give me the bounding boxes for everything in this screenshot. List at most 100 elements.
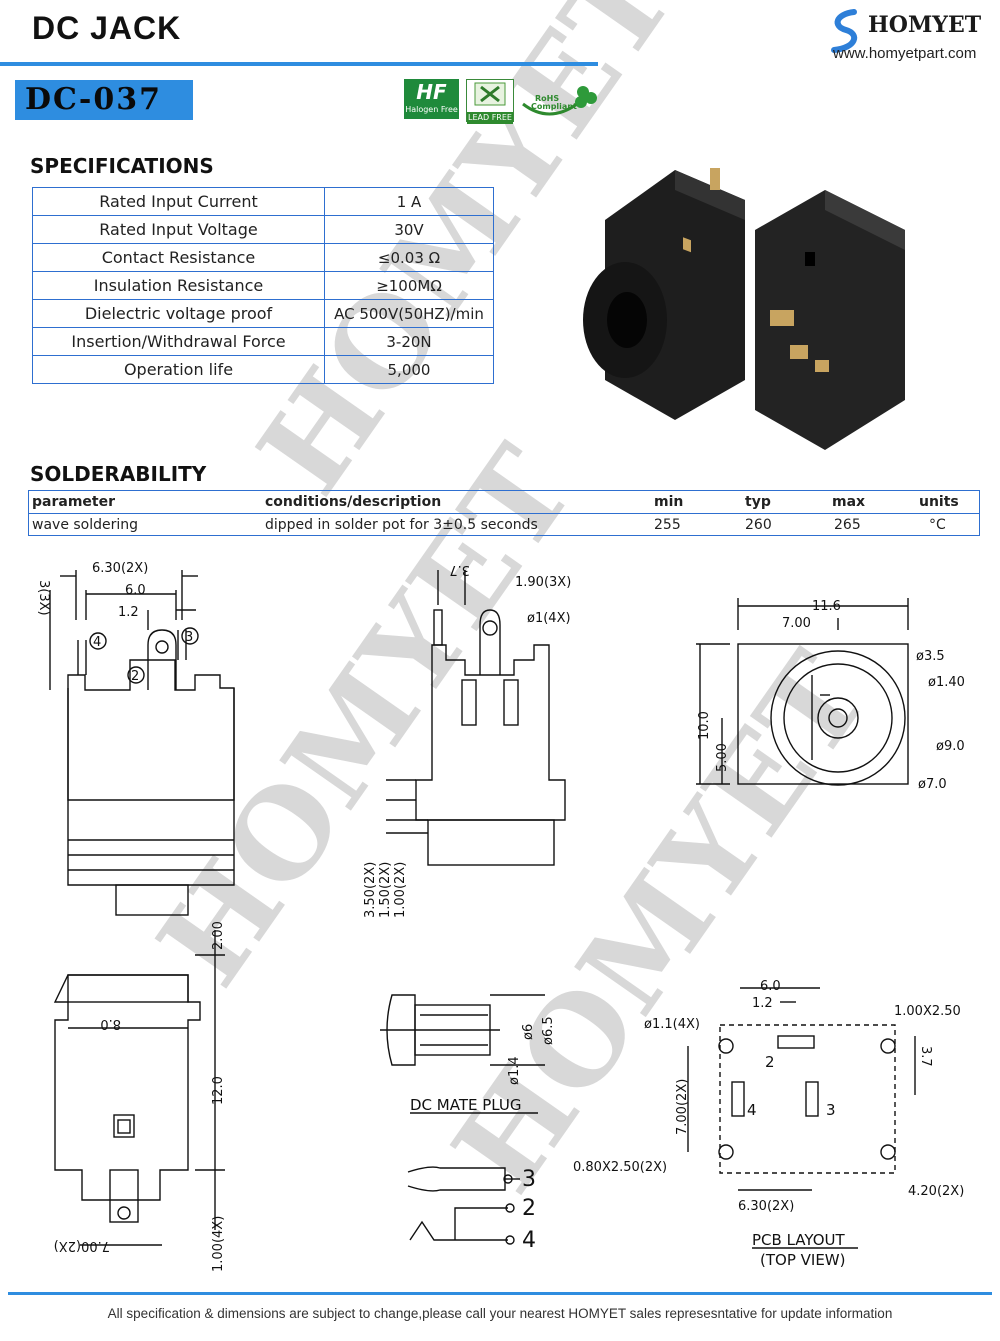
dim-label: 4.20(2X): [908, 1184, 964, 1199]
spec-value: 1 A: [324, 187, 494, 216]
dim-label: 8.0: [100, 1016, 121, 1031]
dim-label: ø6: [521, 1024, 536, 1040]
plug-label: DC MATE PLUG: [410, 1096, 522, 1114]
spec-value: ≤0.03 Ω: [324, 243, 494, 272]
hf-text: HF: [416, 80, 447, 104]
dim-label: 12.0: [211, 1076, 226, 1105]
spec-param: Insulation Resistance: [32, 271, 325, 300]
dim-label: ø1.40: [928, 675, 965, 690]
brand-name: HOMYET: [868, 12, 982, 38]
page-title: DC JACK: [32, 10, 182, 46]
lead-free-icon: [474, 82, 506, 106]
dim-label: 1.00(2X): [393, 862, 408, 918]
dim-label: ø3.5: [916, 649, 945, 664]
model-number: DC-037: [15, 80, 193, 120]
spec-value: 30V: [324, 215, 494, 244]
dim-label: 6.0: [760, 979, 781, 994]
pin-label: 4: [522, 1228, 536, 1253]
dc-mate-plug: [380, 994, 545, 1066]
dim-label: ø9.0: [936, 739, 965, 754]
col-max: max: [832, 494, 866, 510]
dim-label: ø1.1(4X): [644, 1017, 700, 1032]
dim-label: 7.00(2X): [54, 1238, 110, 1253]
face-view: [696, 598, 909, 786]
pcb-label: PCB LAYOUT: [752, 1231, 846, 1249]
pcb-layout: [687, 987, 916, 1191]
dim-label: 6.0: [125, 583, 146, 598]
table-row: Contact Resistance≤0.03 Ω: [32, 243, 494, 272]
rohs-subtext: Compliant: [531, 102, 577, 111]
pin-label: 2: [131, 669, 139, 684]
rohs-clover-icon: [522, 86, 597, 116]
spec-param: Operation life: [32, 355, 325, 384]
spec-value: ≥100MΩ: [324, 271, 494, 300]
col-min: min: [654, 494, 684, 510]
dim-label: 11.6: [812, 599, 841, 614]
cell-min: 255: [654, 517, 681, 533]
pin-label: 2: [765, 1053, 775, 1071]
pin-label: 4: [93, 635, 101, 650]
front-view: [49, 570, 235, 916]
pin-label: 3: [185, 630, 193, 645]
dim-label: 6.30(2X): [92, 561, 148, 576]
pin-label: 3: [522, 1167, 536, 1192]
dim-label: 3.7: [918, 1046, 933, 1067]
cell-units: °C: [929, 517, 946, 533]
lead-free-text: LEAD FREE: [467, 112, 513, 124]
dim-label: 1.2: [752, 996, 773, 1011]
footer-rule: [8, 1292, 992, 1295]
pin-label: 3: [826, 1101, 836, 1119]
col-conditions: conditions/description: [265, 494, 442, 510]
dim-label: 1.00X2.50: [894, 1004, 961, 1019]
solderability-table: parameter conditions/description min typ…: [28, 490, 980, 536]
col-parameter: parameter: [32, 494, 115, 510]
hf-subtext: Halogen Free: [405, 105, 458, 114]
spec-param: Contact Resistance: [32, 243, 325, 272]
bottom-view: [53, 930, 225, 1246]
pin-label: 4: [747, 1101, 757, 1119]
dim-label: 7.00(2X): [675, 1079, 690, 1135]
dim-label: 10.0: [697, 711, 712, 740]
pin-label: 2: [522, 1196, 536, 1221]
dim-label: 0.80X2.50(2X): [573, 1160, 667, 1175]
pcb-label: (TOP VIEW): [760, 1251, 845, 1269]
cell-parameter: wave soldering: [32, 517, 139, 533]
spec-param: Insertion/Withdrawal Force: [32, 327, 325, 356]
rohs-text: RoHS: [535, 94, 560, 103]
spec-param: Rated Input Voltage: [32, 215, 325, 244]
pin-schematic: [407, 1166, 520, 1245]
spec-value: 3-20N: [324, 327, 494, 356]
spec-value: AC 500V(50HZ)/min: [324, 299, 494, 328]
dim-label: 1.50(2X): [378, 862, 393, 918]
product-photo: [583, 168, 905, 450]
brand-logo-icon: [831, 9, 858, 53]
dim-label: 7.00: [782, 616, 811, 631]
dim-label: ø1(4X): [527, 611, 571, 626]
dim-label: 1.90(3X): [515, 575, 571, 590]
spec-param: Dielectric voltage proof: [32, 299, 325, 328]
lead-free-badge: LEAD FREE: [466, 79, 514, 124]
dim-label: 2.00: [211, 921, 226, 950]
table-divider: [28, 513, 980, 514]
dim-label: 3(3X): [36, 580, 51, 616]
halogen-free-badge: HF Halogen Free: [404, 79, 459, 119]
dim-label: 1.00(4X): [211, 1216, 226, 1272]
dim-label: ø7.0: [918, 777, 947, 792]
cell-max: 265: [834, 517, 861, 533]
dim-label: 1.2: [118, 605, 139, 620]
dim-label: ø6.5: [541, 1016, 556, 1045]
dim-label: 6.30(2X): [738, 1199, 794, 1214]
spec-value: 5,000: [324, 355, 494, 384]
col-typ: typ: [745, 494, 771, 510]
cell-typ: 260: [745, 517, 772, 533]
dim-label: 3.50(2X): [363, 862, 378, 918]
technical-drawings: 6.30(2X) 6.0 1.2 3(3X) 4 2 3 3.7 1.90(3X…: [36, 561, 965, 1272]
rohs-badge: RoHS Compliant: [519, 80, 597, 120]
solderability-heading: SOLDERABILITY: [30, 462, 207, 486]
